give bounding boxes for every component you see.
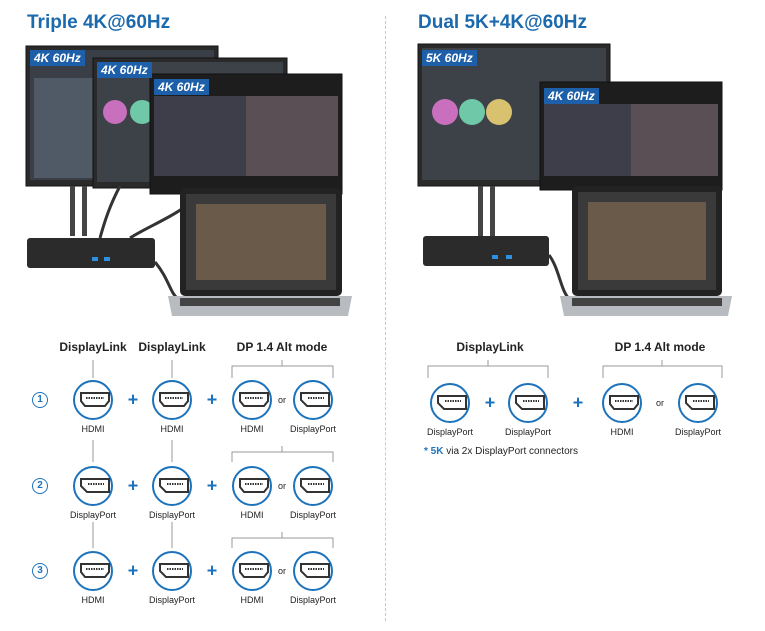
right-port2-label: DisplayPort — [504, 427, 552, 437]
divider — [385, 16, 386, 621]
row3-port3-icon — [232, 551, 272, 591]
plus-sign: + — [127, 389, 139, 410]
row1-port2-icon — [152, 380, 192, 420]
row2-port2-label: DisplayPort — [148, 510, 196, 520]
row3-port4-label: DisplayPort — [289, 595, 337, 605]
or-text: or — [277, 566, 287, 576]
right-port1-label: DisplayPort — [426, 427, 474, 437]
plus-sign: + — [127, 560, 139, 581]
row1-port4-label: DisplayPort — [289, 424, 337, 434]
or-text: or — [277, 395, 287, 405]
row1-port3-label: HDMI — [240, 424, 264, 434]
right-port4-label: DisplayPort — [674, 427, 722, 437]
right-port1-icon — [430, 383, 470, 423]
row2-port3-label: HDMI — [240, 510, 264, 520]
row-number-2: 2 — [32, 478, 48, 494]
row3-port4-icon — [293, 551, 333, 591]
row-number-1: 1 — [32, 392, 48, 408]
or-text: or — [655, 398, 665, 408]
row2-port1-icon — [73, 466, 113, 506]
plus-sign: + — [484, 392, 496, 413]
row2-port3-icon — [232, 466, 272, 506]
plus-sign: + — [206, 389, 218, 410]
group-label-alt-mode: DP 1.4 Alt mode — [236, 340, 328, 354]
group-label-displaylink-1: DisplayLink — [59, 340, 127, 354]
plus-sign: + — [206, 475, 218, 496]
row3-port1-label: HDMI — [81, 595, 105, 605]
group-label-displaylink-2: DisplayLink — [138, 340, 206, 354]
plus-sign: + — [572, 392, 584, 413]
monitor-label-1: 4K 60Hz — [30, 50, 85, 66]
row3-port2-label: DisplayPort — [148, 595, 196, 605]
monitor-label-2: 4K 60Hz — [97, 62, 152, 78]
row1-port1-icon — [73, 380, 113, 420]
row3-port2-icon — [152, 551, 192, 591]
row3-port1-icon — [73, 551, 113, 591]
row1-port1-label: HDMI — [81, 424, 105, 434]
left-title: Triple 4K@60Hz — [27, 12, 171, 33]
right-group-label-displaylink: DisplayLink — [456, 340, 524, 354]
row-number-3: 3 — [32, 563, 48, 579]
or-text: or — [277, 481, 287, 491]
right-title: Dual 5K+4K@60Hz — [418, 12, 588, 33]
row1-port2-label: HDMI — [160, 424, 184, 434]
right-port3-icon — [602, 383, 642, 423]
footnote-star: * 5K — [424, 446, 444, 457]
footnote-text: via 2x DisplayPort connectors — [443, 446, 578, 457]
row2-port4-label: DisplayPort — [289, 510, 337, 520]
row3-port3-label: HDMI — [240, 595, 264, 605]
row2-port4-icon — [293, 466, 333, 506]
row1-port4-icon — [293, 380, 333, 420]
plus-sign: + — [127, 475, 139, 496]
row1-port3-icon — [232, 380, 272, 420]
monitor-label-3: 4K 60Hz — [154, 79, 209, 95]
right-port3-label: HDMI — [610, 427, 634, 437]
right-port4-icon — [678, 383, 718, 423]
right-group-label-alt-mode: DP 1.4 Alt mode — [614, 340, 706, 354]
right-port2-icon — [508, 383, 548, 423]
row2-port2-icon — [152, 466, 192, 506]
monitor-label-5k: 5K 60Hz — [422, 50, 477, 66]
plus-sign: + — [206, 560, 218, 581]
footnote: * 5K via 2x DisplayPort connectors — [424, 446, 578, 457]
monitor-label-4k: 4K 60Hz — [544, 88, 599, 104]
row2-port1-label: DisplayPort — [69, 510, 117, 520]
